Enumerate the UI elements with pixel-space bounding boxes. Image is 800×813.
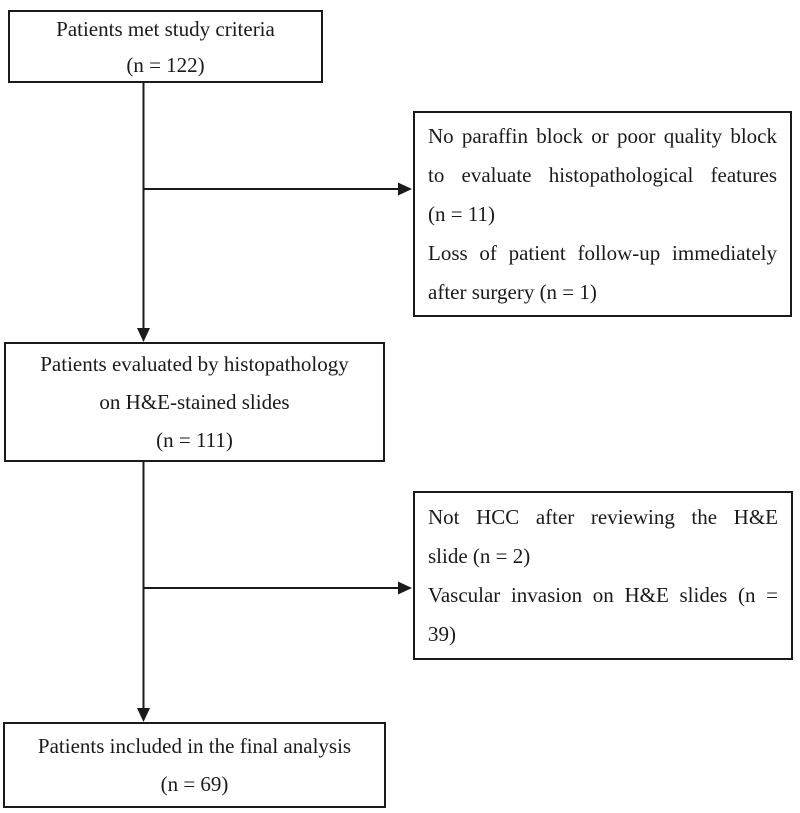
box-exclusion-not-hcc-vascular-invasion: Not HCC after reviewing the H&E slide (n… [413,491,793,660]
text-line: Patients met study criteria [56,16,275,41]
text-line: on H&E-stained slides [99,390,290,414]
arrow-evaluated-to-final [137,462,150,722]
box-patients-final-analysis: Patients included in the final analysis … [3,722,386,808]
arrow-branch-to-exclusion2 [142,581,412,595]
text-line: Loss of patient follow-up immediately [428,240,777,265]
text-line: (n = 111) [156,428,233,452]
text-line: (n = 122) [126,52,205,77]
text-line: Patients included in the final analysis [37,734,352,758]
text-line: No paraffin block or poor quality block [428,123,777,148]
arrow-branch-to-exclusion1 [142,182,412,196]
text-line: (n = 69) [160,772,229,796]
arrow-criteria-to-evaluated [137,83,150,342]
text-line: Patients evaluated by histopathology [40,352,349,376]
text-line: Not HCC after reviewing the H&E [428,504,778,529]
text-line: after surgery (n = 1) [428,279,597,304]
text-line: 39) [428,621,456,646]
box-patients-evaluated-histopathology: Patients evaluated by histopathology on … [4,342,385,462]
text-line: Vascular invasion on H&E slides (n = [428,582,778,607]
box-exclusion-no-paraffin-block: No paraffin block or poor quality block … [413,111,792,317]
box-patients-met-criteria: Patients met study criteria (n = 122) [8,10,323,83]
text-line: to evaluate histopathological features [428,162,777,187]
text-line: (n = 11) [428,201,496,226]
text-line: slide (n = 2) [428,543,531,568]
